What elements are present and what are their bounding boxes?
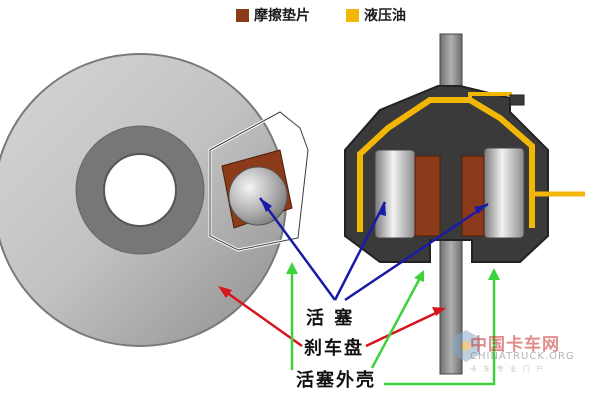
housing-arrows <box>290 268 496 386</box>
disc-center-hole <box>103 153 177 227</box>
piston-arrow-1 <box>258 197 337 301</box>
brake-disc-arrowheads <box>218 286 446 316</box>
fluid-channel-top <box>468 92 512 100</box>
legend-pad-label: 摩擦垫片 <box>254 8 310 24</box>
fluid-channel <box>357 97 535 232</box>
friction-pad-right <box>461 155 485 237</box>
watermark: 中国卡车网 CHINATRUCK.ORG 卡 车 专 业 门 户 <box>438 328 588 380</box>
logo-dot <box>461 341 471 351</box>
arrowhead <box>414 270 424 282</box>
brake-disc-label: 刹车盘 <box>304 338 364 359</box>
disc-arrow-2 <box>365 310 439 348</box>
watermark-logo-icon <box>452 330 480 362</box>
housing-arrow-2 <box>370 277 422 369</box>
disc-arrow-1 <box>225 290 303 348</box>
pad-swatch-icon <box>236 8 249 22</box>
piston-label: 活 塞 <box>306 308 355 329</box>
piston-arrows <box>258 197 489 302</box>
fluid-swatch-icon <box>346 8 359 22</box>
legend-fluid: 液压油 <box>346 4 406 26</box>
brake-disc-arrows <box>225 290 439 348</box>
arrowhead <box>432 307 446 316</box>
arrowhead <box>260 198 272 212</box>
housing-arrowheads <box>286 262 500 282</box>
piston-arrow-3 <box>344 202 489 302</box>
arrowhead <box>474 204 488 214</box>
friction-pad-left <box>414 155 441 237</box>
watermark-url: CHINATRUCK.ORG <box>470 351 575 362</box>
housing-arrow-3 <box>384 276 496 386</box>
arrowhead <box>488 268 500 280</box>
watermark-name: 中国卡车网 <box>470 335 560 355</box>
piston-right <box>483 147 525 239</box>
arrowhead <box>218 286 232 298</box>
legend-fluid-label: 液压油 <box>364 8 406 24</box>
piston-left <box>374 149 416 239</box>
piston-front <box>228 166 288 226</box>
piston-housing-label: 活塞外壳 <box>296 370 376 391</box>
bleed-valve <box>509 94 525 106</box>
arrowhead <box>378 202 386 216</box>
caliper-cross-section <box>344 33 585 375</box>
watermark-slogan: 卡 车 专 业 门 户 <box>470 365 546 373</box>
legend-pad: 摩擦垫片 <box>236 4 310 26</box>
brake-disc-front-view <box>0 53 310 347</box>
piston-arrowheads <box>260 198 488 216</box>
arrowhead <box>286 262 298 274</box>
piston-arrow-2 <box>333 201 387 301</box>
caliper-outline-inner <box>209 111 309 251</box>
